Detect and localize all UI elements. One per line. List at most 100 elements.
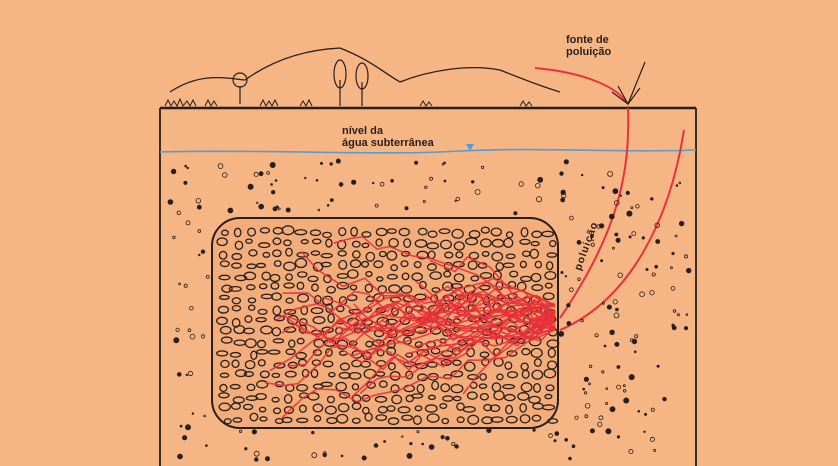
- soil-particle: [616, 308, 619, 311]
- soil-particle: [569, 457, 572, 460]
- groundwater-level-label-line1: nível da: [342, 125, 434, 137]
- soil-particle: [589, 383, 591, 385]
- soil-particle: [606, 429, 611, 434]
- soil-particle: [590, 429, 594, 433]
- soil-particle: [631, 207, 633, 209]
- soil-particle: [629, 375, 634, 380]
- soil-particle: [178, 454, 183, 459]
- soil-particle: [442, 163, 444, 165]
- soil-particle: [197, 205, 201, 209]
- soil-particle: [514, 212, 517, 215]
- soil-particle: [638, 410, 640, 412]
- soil-particle: [245, 448, 247, 450]
- soil-particle: [184, 181, 187, 184]
- soil-particle: [374, 444, 378, 448]
- groundwater-level-label: nível da água subterrânea: [342, 125, 434, 149]
- soil-particle: [417, 431, 419, 433]
- soil-particle: [617, 366, 620, 369]
- soil-particle: [423, 200, 425, 202]
- soil-particle: [677, 314, 679, 316]
- soil-particle: [415, 161, 418, 164]
- soil-particle: [391, 179, 394, 182]
- soil-particle: [174, 338, 179, 343]
- soil-particle: [352, 180, 356, 184]
- soil-particle: [606, 402, 608, 404]
- soil-particle: [218, 164, 223, 169]
- soil-particle: [441, 435, 444, 438]
- soil-particle: [624, 398, 629, 403]
- soil-particle: [312, 453, 317, 458]
- soil-particle: [533, 429, 535, 431]
- soil-particle: [575, 416, 578, 419]
- soil-particle: [602, 187, 604, 189]
- soil-particle: [601, 260, 603, 262]
- soil-particle: [651, 198, 654, 201]
- soil-particle: [618, 273, 623, 278]
- soil-particle: [185, 425, 190, 430]
- grass: [165, 99, 532, 106]
- soil-particle: [180, 425, 182, 427]
- soil-particle: [275, 180, 277, 182]
- soil-particle: [644, 431, 646, 433]
- soil-particle: [341, 455, 343, 457]
- soil-particle: [177, 373, 181, 377]
- soil-particle: [636, 205, 640, 209]
- soil-particle: [672, 324, 674, 326]
- soil-particle: [561, 198, 565, 202]
- soil-particle: [538, 177, 543, 182]
- soil-particle: [585, 415, 588, 418]
- soil-particle: [405, 207, 408, 210]
- soil-particle: [686, 314, 688, 316]
- soil-particle: [565, 438, 568, 441]
- soil-particle: [259, 204, 264, 209]
- soil-particle: [634, 351, 636, 353]
- soil-particle: [201, 335, 204, 338]
- soil-particle: [610, 330, 615, 335]
- soil-particle: [686, 268, 691, 273]
- soil-particle: [617, 385, 621, 389]
- pollution-source-label-line2: poluição: [566, 46, 611, 58]
- soil-particle: [606, 388, 608, 390]
- soil-particle: [257, 202, 259, 204]
- soil-particle: [254, 451, 259, 456]
- soil-particle: [271, 184, 273, 186]
- soil-particle: [626, 191, 629, 194]
- soil-particle: [323, 453, 327, 457]
- soil-particle: [471, 181, 474, 184]
- soil-particle: [339, 183, 343, 187]
- soil-particle: [627, 211, 632, 216]
- soil-particle: [684, 255, 687, 258]
- soil-particle: [248, 184, 253, 189]
- soil-particle: [560, 172, 564, 176]
- soil-particle: [252, 430, 256, 434]
- soil-particle: [316, 179, 318, 181]
- soil-particle: [239, 430, 241, 432]
- soil-particle: [650, 437, 654, 441]
- soil-particle: [672, 252, 674, 254]
- soil-particle: [645, 413, 647, 415]
- soil-particle: [267, 172, 270, 175]
- soil-particle: [572, 445, 575, 448]
- soil-particle: [640, 292, 645, 297]
- soil-particle: [602, 371, 604, 373]
- soil-particle: [670, 267, 672, 269]
- soil-particle: [184, 284, 187, 287]
- soil-particle: [570, 288, 574, 292]
- soil-particle: [549, 434, 553, 438]
- soil-particle: [642, 237, 644, 239]
- soil-particle: [679, 221, 684, 226]
- soil-particle: [254, 172, 258, 176]
- soil-particle: [402, 436, 404, 438]
- tree-icon: [356, 63, 368, 106]
- soil-particle: [196, 199, 201, 204]
- soil-particle: [613, 189, 618, 194]
- soil-particle: [270, 162, 275, 167]
- soil-particle: [623, 385, 625, 387]
- soil-particle: [372, 182, 374, 184]
- soil-particle: [657, 365, 659, 367]
- pollution-source-label: fonte de poluição: [566, 34, 611, 58]
- soil-particle: [595, 334, 598, 337]
- soil-particle: [620, 195, 622, 197]
